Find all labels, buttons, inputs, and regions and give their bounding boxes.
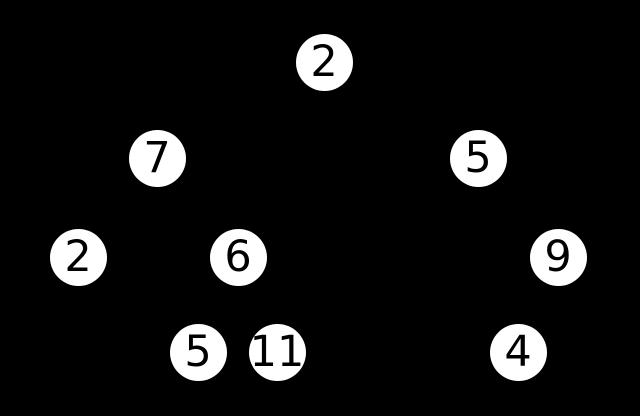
node-label: 2 — [310, 36, 338, 87]
node-label: 5 — [184, 326, 212, 377]
tree-node-7: 7 — [128, 129, 186, 187]
tree-node-2-left: 2 — [49, 228, 107, 286]
node-label: 6 — [224, 231, 252, 282]
tree-node-11: 11 — [248, 323, 306, 381]
node-label: 4 — [504, 326, 532, 377]
node-label: 11 — [249, 326, 305, 377]
tree-node-5-right: 5 — [449, 129, 507, 187]
node-label: 2 — [64, 231, 92, 282]
tree-node-6: 6 — [209, 228, 267, 286]
node-label: 5 — [464, 132, 492, 183]
tree-node-5-leaf: 5 — [169, 323, 227, 381]
node-label: 9 — [544, 231, 572, 282]
tree-node-4: 4 — [489, 323, 547, 381]
tree-node-9: 9 — [529, 228, 587, 286]
tree-node-root-2: 2 — [295, 33, 353, 91]
node-label: 7 — [143, 132, 171, 183]
